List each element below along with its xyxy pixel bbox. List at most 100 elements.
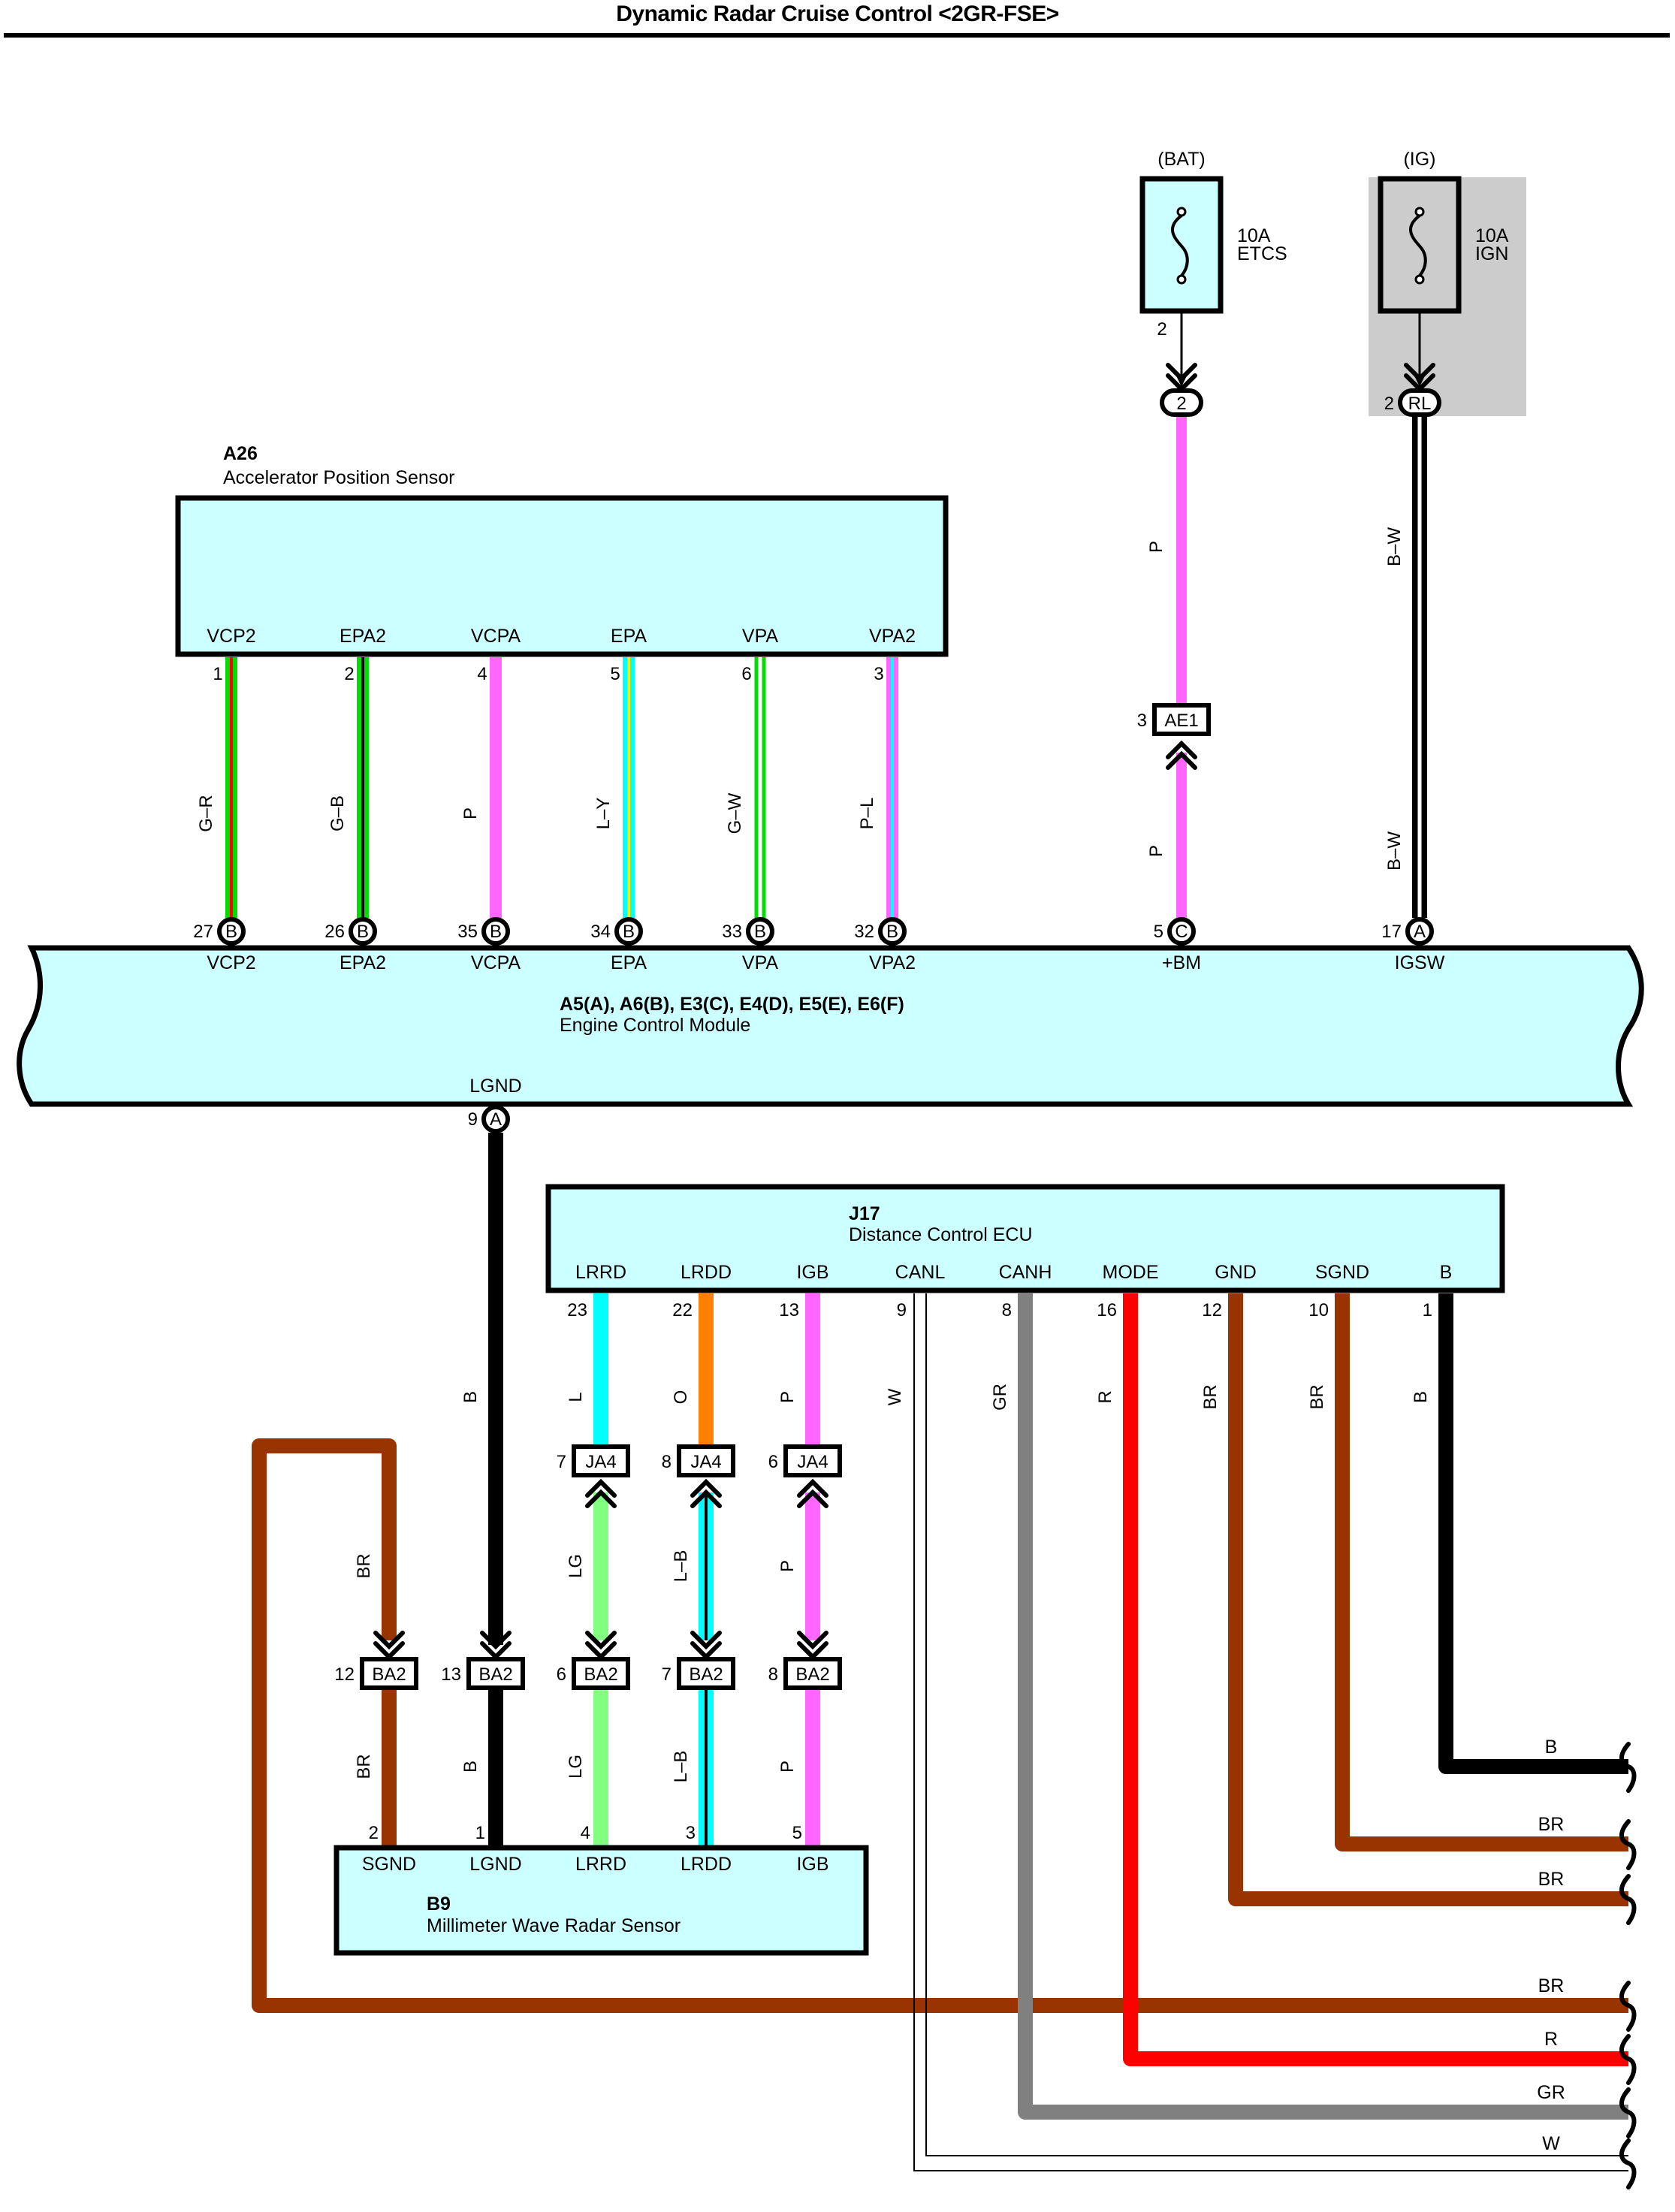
- diagram-title: Dynamic Radar Cruise Control <2GR-FSE>: [616, 2, 1059, 26]
- labels-layer: (BAT)10AETCS22(IG)10AIGNRL2PAE13PB–WB–WA…: [193, 149, 1565, 2154]
- chevron-stroke: [690, 1489, 722, 1508]
- b9-terminal-label: LRRD: [575, 1854, 626, 1875]
- b9-pin-number: 1: [475, 1823, 485, 1843]
- wire-code: BR: [354, 1754, 374, 1779]
- wire-code: P: [777, 1391, 798, 1403]
- wire-code: L–B: [671, 1550, 691, 1583]
- wire-code: L–B: [671, 1751, 691, 1783]
- inline-connector: [1160, 388, 1203, 417]
- connector-chevron-icon: [690, 1478, 722, 1508]
- ecm-pin-connector: [217, 917, 246, 946]
- wire-code: G–W: [725, 792, 745, 834]
- chevron-stroke: [1166, 740, 1197, 759]
- j17-pin-number: 23: [567, 1300, 587, 1320]
- chevron-stroke: [797, 1478, 828, 1498]
- wire-code: P: [777, 1560, 798, 1572]
- fuse-source-label: (IG): [1403, 149, 1435, 170]
- a26-code: A26: [223, 443, 258, 464]
- j17-pin-number: 8: [1002, 1300, 1012, 1320]
- fuse-terminal: [1414, 274, 1425, 285]
- wire-canh: [1018, 1293, 1628, 2120]
- connector-letter: B: [886, 922, 898, 942]
- j17-component-box: [545, 1184, 1505, 1293]
- continuation-wire-code: W: [1542, 2133, 1560, 2154]
- chevron-stroke: [1404, 363, 1435, 382]
- j17-terminal-label: CANH: [999, 1262, 1052, 1283]
- wire-gnd: [1228, 1293, 1628, 1906]
- connector-letter: C: [1175, 922, 1188, 942]
- connector-chevron-icon: [585, 1478, 617, 1508]
- junction-label: JA4: [797, 1452, 828, 1472]
- wire-edge: [925, 1293, 1628, 2156]
- fuse-terminal: [1176, 274, 1187, 285]
- j17-terminal-label: B: [1440, 1262, 1453, 1283]
- wire-mode: [1123, 1293, 1628, 2066]
- ecm-code: A5(A), A6(B), E3(C), E4(D), E5(E), E6(F): [560, 994, 904, 1015]
- fuse-name: IGN: [1475, 243, 1508, 264]
- b9-component-box: [333, 1845, 869, 1956]
- wire-code: P: [777, 1761, 798, 1773]
- chevron-stroke: [585, 1631, 617, 1650]
- junction-pin-number: 6: [557, 1664, 566, 1685]
- ecm-pin-connector: [614, 917, 643, 946]
- connector-letter: A: [490, 1109, 502, 1130]
- b9-terminal-label: SGND: [362, 1854, 416, 1875]
- wire-continuation-icon: [1619, 2034, 1637, 2085]
- chevron-stroke: [373, 1631, 405, 1650]
- chevron-stroke: [1166, 750, 1197, 770]
- j17-pin-number: 9: [897, 1300, 907, 1320]
- connector-letter: B: [754, 922, 766, 942]
- components-layer: [17, 176, 1644, 2189]
- pin-number: 17: [1381, 922, 1402, 942]
- wire-continuation-icon: [1619, 1742, 1637, 1793]
- wire-code: BR: [1200, 1384, 1221, 1409]
- a26-terminal-label: EPA2: [340, 626, 386, 647]
- fuse-rating: 10A: [1475, 225, 1509, 246]
- chevron-stroke: [480, 1631, 512, 1650]
- ecm-terminal-label: EPA: [611, 952, 647, 973]
- wire-code: G–R: [196, 795, 216, 831]
- pin-number: 9: [468, 1109, 478, 1130]
- junction-pin-number: 6: [768, 1452, 778, 1472]
- ecm-name: Engine Control Module: [560, 1015, 750, 1036]
- junction-ba2: [360, 1657, 418, 1690]
- wire-code: GR: [990, 1384, 1010, 1411]
- pin-number: 26: [324, 922, 345, 942]
- chevron-stroke: [690, 1631, 722, 1650]
- wire-continuation-icon: [1619, 2138, 1637, 2189]
- continuation-wire-code: BR: [1538, 1814, 1565, 1835]
- connector-letter: A: [1414, 922, 1426, 942]
- junction-ba2: [783, 1657, 842, 1690]
- a26-pin-number: 2: [344, 664, 354, 684]
- continuation-wire-code: BR: [1538, 1869, 1565, 1890]
- junction-label: JA4: [585, 1452, 616, 1472]
- wire-code-igsw-lower: B–W: [1384, 831, 1405, 871]
- fuse-pin-number: 2: [1157, 319, 1166, 339]
- a26-pin-number: 6: [741, 664, 751, 684]
- junction-ae1: [1152, 703, 1211, 736]
- a26-terminal-label: VPA: [742, 626, 778, 647]
- wire-code: BR: [354, 1553, 374, 1578]
- wire-code: G–B: [327, 795, 348, 831]
- b9-pin-number: 3: [686, 1823, 696, 1843]
- pin-number: 35: [457, 922, 478, 942]
- wire-code: P: [460, 807, 481, 819]
- connector-chevron-icon: [1166, 740, 1197, 770]
- junction-ba2: [677, 1657, 735, 1690]
- j17-terminal-label: SGND: [1315, 1262, 1369, 1283]
- wire-code: L: [566, 1392, 586, 1402]
- fuse-source-label: (BAT): [1157, 149, 1205, 170]
- j17-code: J17: [849, 1203, 880, 1224]
- a26-pin-number: 5: [610, 664, 620, 684]
- connector-letter: B: [357, 922, 369, 942]
- b9-name: Millimeter Wave Radar Sensor: [427, 1915, 681, 1936]
- junction-label: BA2: [372, 1664, 406, 1685]
- j17-pin-number: 13: [779, 1300, 799, 1320]
- a26-terminal-label: VCPA: [471, 626, 521, 647]
- pin-number: 27: [193, 922, 213, 942]
- ecm-pin-connector: [878, 917, 907, 946]
- wire-sgnd-loop: [252, 1438, 1628, 2013]
- fuse-terminal: [1414, 207, 1425, 217]
- junction-pin-number: 12: [334, 1664, 355, 1685]
